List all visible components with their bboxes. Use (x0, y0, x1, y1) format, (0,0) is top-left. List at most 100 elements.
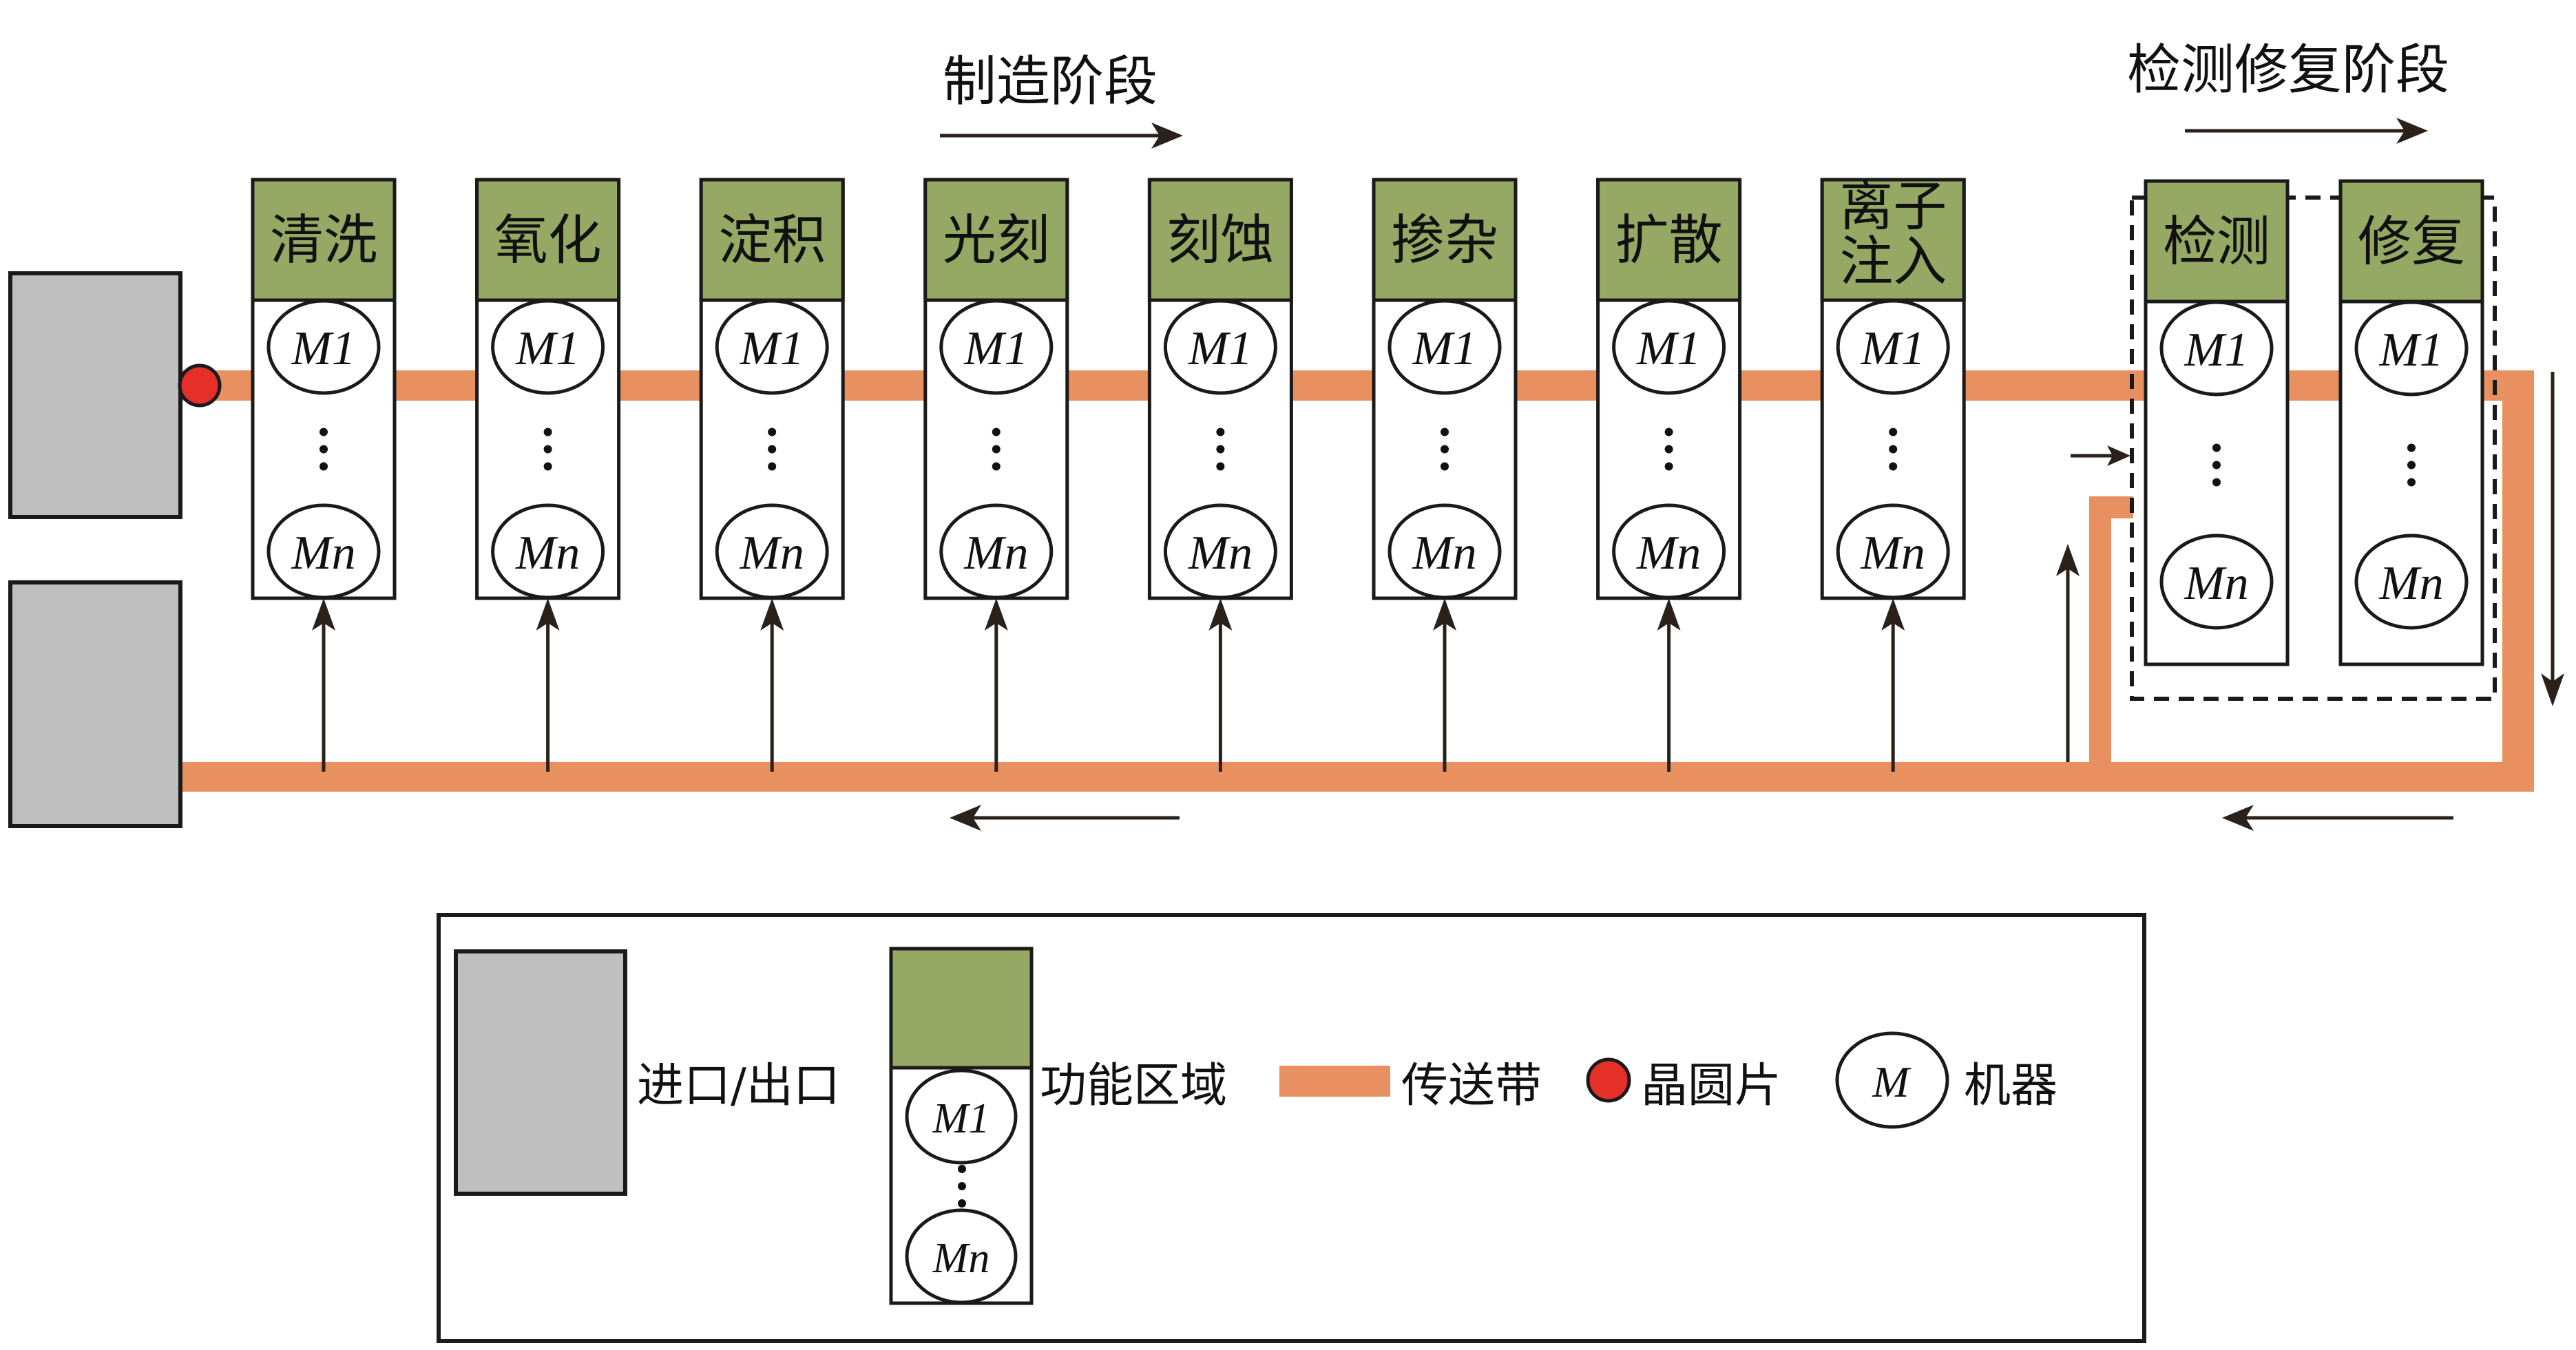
machine-m1-label: M1 (1861, 322, 1925, 375)
legend-border (437, 913, 2146, 1343)
machine-mn-label: Mn (2184, 557, 2248, 610)
machine-m1-icon (939, 299, 1054, 395)
inspection-repair-zone (2130, 196, 2497, 701)
station-label: 清洗 (270, 210, 377, 272)
ellipsis-dot (2407, 478, 2416, 487)
machine-m1-label: M1 (2184, 324, 2248, 377)
legend-area-m1: M1 (932, 1095, 990, 1142)
station-header (1820, 178, 1966, 302)
inspection-entry-arrow (2071, 445, 2130, 466)
feed-arrow (312, 598, 335, 772)
station-header (2338, 179, 2484, 304)
station-label: 氧化 (494, 210, 602, 272)
ellipsis-dot (992, 445, 1001, 454)
machine-m1-icon (715, 299, 829, 395)
ellipsis-dot (2407, 443, 2416, 452)
ellipsis-dot (543, 462, 552, 471)
feed-arrow (760, 598, 784, 772)
machine-mn-label: Mn (1636, 527, 1701, 580)
machine-mn-icon (1836, 503, 1950, 600)
machine-mn-label: Mn (1861, 527, 1925, 580)
wafer-icon (178, 363, 222, 408)
ellipsis-dot (992, 428, 1001, 436)
ellipsis-dot (1216, 428, 1225, 436)
ellipsis-dot (2212, 461, 2221, 470)
station-header (699, 178, 845, 302)
legend-machine-label: 机器 (1964, 1059, 2057, 1113)
ellipsis-dot (992, 462, 1001, 471)
machine-mn-icon (1612, 503, 1726, 600)
entry-port (8, 271, 182, 519)
ellipsis-dot (2212, 443, 2221, 452)
legend-belt-label: 传送带 (1401, 1059, 1542, 1113)
ellipsis-dot (1664, 428, 1673, 436)
machine-mn-icon (491, 503, 605, 600)
machine-m1-icon (491, 299, 605, 395)
machine-m1-icon (2159, 300, 2274, 397)
machine-mn-icon (939, 503, 1054, 600)
feed-arrow (1208, 598, 1233, 772)
machine-m1-icon (2354, 300, 2469, 397)
machine-m1-icon (1388, 299, 1502, 395)
machine-mn-icon (1163, 503, 1277, 600)
station-header (475, 178, 621, 302)
right-return-belt (2502, 370, 2534, 792)
feed-arrow (1881, 598, 1905, 772)
machine-mn-label: Mn (2378, 557, 2443, 610)
legend-port-label: 进口/出口 (637, 1059, 840, 1113)
ellipsis-dot (1216, 462, 1225, 471)
bottom-flow-arrow-right (2222, 805, 2453, 831)
manufacturing-direction-arrow (940, 123, 1183, 149)
machine-mn-icon (2354, 534, 2469, 630)
ellipsis-dot (1216, 445, 1225, 454)
ellipsis-dot (1441, 445, 1449, 454)
legend-wafer-label: 晶圆片 (1641, 1059, 1781, 1113)
machine-m1-label: M1 (2378, 324, 2443, 377)
machine-m1-label: M1 (1412, 322, 1476, 375)
bottom-flow-arrow-left (950, 805, 1180, 831)
legend-machine-icon (1835, 1031, 1949, 1129)
conveyor-belts (182, 370, 2534, 792)
manufacturing-stations: 清洗M1Mn氧化M1Mn淀积M1Mn光刻M1Mn刻蚀M1Mn掺杂M1Mn扩散M1… (251, 176, 1966, 772)
branch-belt-horizontal (2089, 496, 2133, 518)
station-label: 修复 (2358, 211, 2465, 273)
station-header (923, 178, 1069, 302)
machine-mn-label: Mn (740, 527, 804, 580)
machine-m1-icon (266, 299, 381, 395)
ellipsis-dot (2212, 478, 2221, 487)
machine-m1-label: M1 (515, 322, 580, 375)
machine-mn-icon (266, 503, 381, 600)
ellipsis-dot (1889, 428, 1898, 436)
ellipsis-dot (768, 428, 777, 436)
machine-mn-icon (1388, 503, 1502, 600)
legend-machine-symbol: M (1872, 1057, 1912, 1106)
ellipsis-dot (543, 445, 552, 454)
station-header (2144, 179, 2290, 304)
ellipsis-dot (1664, 462, 1673, 471)
legend-area-swatch: M1 Mn (889, 947, 1034, 1305)
ellipsis-dot (320, 445, 328, 454)
station-label: 光刻 (943, 210, 1050, 272)
ellipsis-dot (2407, 461, 2416, 470)
branch-belt-vertical (2089, 496, 2111, 772)
branch-up-arrow (2056, 544, 2080, 762)
return-down-arrow (2541, 372, 2564, 706)
station-label: 检测 (2163, 211, 2270, 273)
ellipsis-dot (543, 428, 552, 436)
ellipsis-dot (320, 428, 328, 436)
machine-m1-icon (1612, 299, 1726, 395)
machine-mn-label: Mn (963, 527, 1028, 580)
station-header (251, 178, 397, 302)
station-label-line: 离子 (1839, 176, 1947, 238)
machine-mn-icon (715, 503, 829, 600)
machine-m1-label: M1 (1188, 322, 1253, 375)
station-label: 掺杂 (1391, 210, 1498, 272)
